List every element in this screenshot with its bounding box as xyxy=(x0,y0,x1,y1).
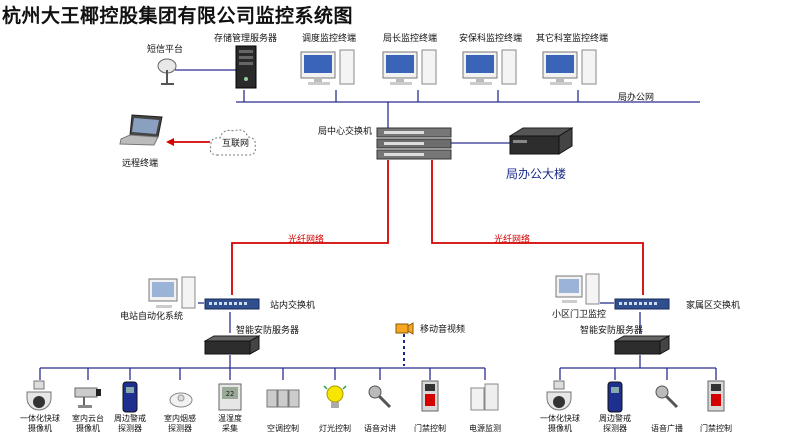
perimeter-detector-icon xyxy=(605,381,625,417)
power-monitor-icon xyxy=(470,382,500,416)
server-tower-icon xyxy=(235,45,257,93)
device-label: 语音对讲 xyxy=(364,424,396,433)
guard-monitoring-label: 小区门卫监控 xyxy=(552,310,607,320)
security-server-label: 智能安防服务器 xyxy=(580,326,644,336)
director-terminal-label: 局长监控终端 xyxy=(383,34,438,44)
office-building-label: 局办公大楼 xyxy=(506,167,567,181)
security-server-icon xyxy=(613,334,671,360)
device-label: 语音广播 xyxy=(651,424,683,433)
security-dept-terminal-label: 安保科监控终端 xyxy=(459,34,523,44)
sms-platform-label: 短信平台 xyxy=(147,45,184,55)
other-dept-terminal-label: 其它科室监控终端 xyxy=(536,34,609,44)
workstation-icon xyxy=(148,275,200,315)
access-control-panel-icon xyxy=(706,380,726,416)
office-network-label: 局办公网 xyxy=(618,93,655,103)
speed-dome-camera-icon xyxy=(544,380,574,418)
device-label: 周边警戒探测器 xyxy=(114,414,146,433)
station-switch-label: 站内交换机 xyxy=(270,301,316,311)
thermometer-display-icon: 22 xyxy=(218,383,242,415)
core-switch-label: 局中心交换机 xyxy=(318,127,373,137)
device-label: 门禁控制 xyxy=(414,424,446,433)
residential-switch-label: 家属区交换机 xyxy=(686,301,741,311)
device-label: 室内烟感探测器 xyxy=(164,414,196,433)
workstation-icon xyxy=(462,48,520,92)
device-label: 灯光控制 xyxy=(319,424,351,433)
ptz-camera-icon xyxy=(72,384,104,414)
perimeter-detector-icon xyxy=(120,381,140,417)
storage-server-label: 存储管理服务器 xyxy=(214,34,278,44)
remote-terminal-label: 远程终端 xyxy=(122,159,159,169)
lightbulb-icon xyxy=(322,382,348,416)
device-label: 周边警戒探测器 xyxy=(599,414,631,433)
device-label: 温湿度采集 xyxy=(218,414,242,433)
device-label: 电源监测 xyxy=(469,424,501,433)
security-server-icon xyxy=(203,334,261,360)
network-switch-icon xyxy=(204,296,260,315)
dispatch-terminal-label: 调度监控终端 xyxy=(302,34,357,44)
cloud-icon xyxy=(208,125,258,165)
intercom-microphone-icon xyxy=(366,384,394,414)
workstation-icon xyxy=(300,48,358,92)
satellite-dish-icon xyxy=(156,56,180,90)
smoke-detector-icon xyxy=(168,388,194,412)
fiber-network-left-label: 光纤网络 xyxy=(288,235,325,245)
workstation-icon xyxy=(555,272,603,310)
device-label: 门禁控制 xyxy=(700,424,732,433)
rack-server-icon xyxy=(508,126,574,160)
mobile-camera-icon xyxy=(394,320,414,340)
fiber-network-right-label: 光纤网络 xyxy=(494,235,531,245)
core-switch-icon xyxy=(376,126,452,166)
access-control-panel-icon xyxy=(420,380,440,416)
laptop-icon xyxy=(118,113,166,155)
workstation-icon xyxy=(382,48,440,92)
page-title: 杭州大王椰控股集团有限公司监控系统图 xyxy=(2,5,354,27)
broadcast-speaker-icon xyxy=(653,384,681,414)
device-label: 一体化快球摄像机 xyxy=(20,414,60,433)
device-label: 一体化快球摄像机 xyxy=(540,414,580,433)
svg-text:22: 22 xyxy=(226,390,234,398)
network-switch-icon xyxy=(614,296,670,315)
device-label: 空调控制 xyxy=(267,424,299,433)
internet-label: 互联网 xyxy=(222,139,250,149)
device-label: 室内云台摄像机 xyxy=(72,414,104,433)
workstation-icon xyxy=(542,48,600,92)
mobile-av-label: 移动音视频 xyxy=(420,325,466,335)
automation-system-label: 电站自动化系统 xyxy=(120,312,184,322)
security-server-label: 智能安防服务器 xyxy=(236,326,300,336)
air-conditioner-icon xyxy=(266,387,300,413)
speed-dome-camera-icon xyxy=(24,380,54,418)
